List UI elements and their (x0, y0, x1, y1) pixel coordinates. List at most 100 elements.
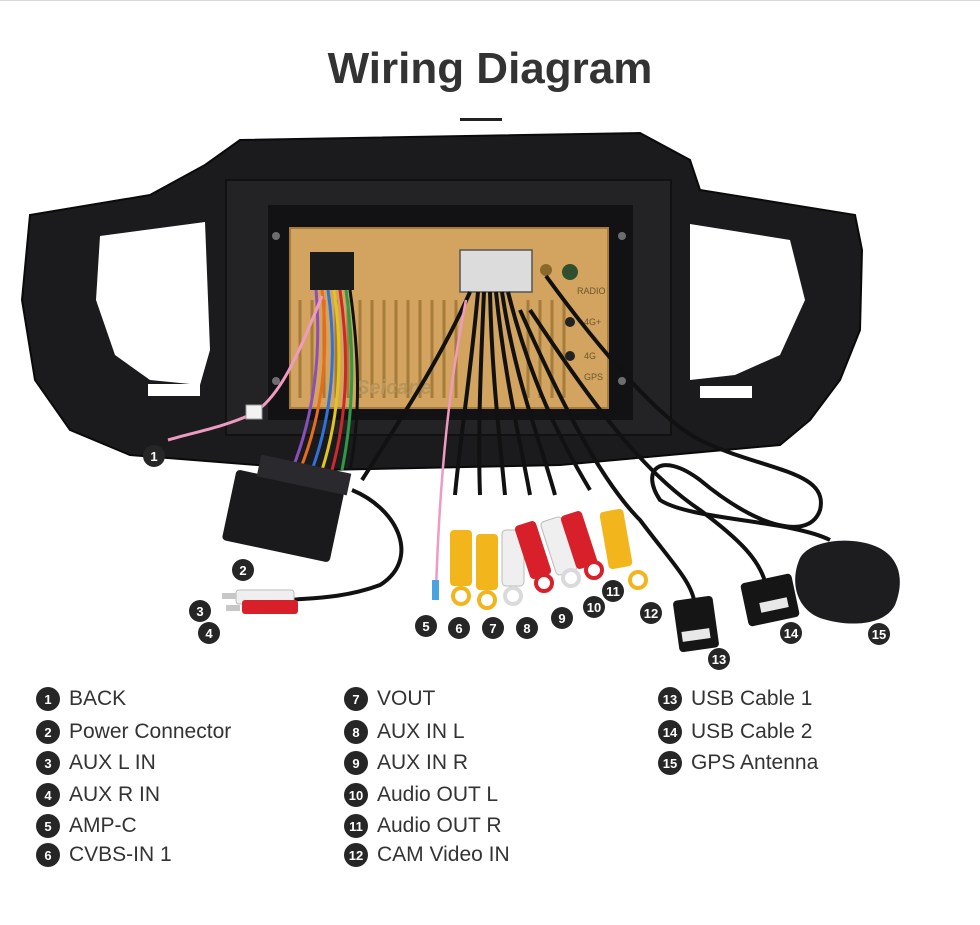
svg-text:2: 2 (239, 563, 246, 578)
svg-text:12: 12 (644, 606, 658, 621)
svg-text:7: 7 (489, 621, 496, 636)
legend-label-8: AUX IN L (377, 720, 465, 743)
legend-badge-8: 8 (344, 720, 368, 744)
svg-text:11: 11 (606, 584, 620, 599)
aux-cable (291, 488, 404, 602)
callout-badge-2: 2 (232, 559, 254, 581)
right-cutout (690, 224, 805, 380)
legend-badge-14: 14 (658, 720, 682, 744)
callout-badge-1: 1 (143, 445, 165, 467)
svg-text:15: 15 (872, 627, 886, 642)
svg-text:6: 6 (455, 621, 462, 636)
legend-label-14: USB Cable 2 (691, 720, 813, 743)
legend-badge-15: 15 (658, 751, 682, 775)
diagram-title: Wiring Diagram (327, 44, 653, 93)
legend-item-15: 15 GPS Antenna (658, 750, 818, 776)
legend-label-9: AUX IN R (377, 751, 469, 774)
av-socket (459, 249, 533, 293)
usb-plug-1 (673, 595, 719, 653)
legend-label-12: CAM Video IN (377, 843, 510, 866)
av-cable-bundle (360, 291, 592, 496)
legend-item-14: 14 USB Cable 2 (658, 719, 812, 745)
rca-plug-7 (476, 534, 498, 610)
amp-c-wire (434, 299, 468, 591)
legend-label-6: CVBS-IN 1 (69, 843, 172, 866)
callout-badge-4: 4 (198, 622, 220, 644)
aux-rca-pair (222, 589, 298, 614)
callout-badge-8: 8 (516, 617, 538, 639)
callout-badges: 1 2 3 4 5 6 7 8 9 10 11 12 13 14 15 (143, 445, 890, 670)
legend-label-13: USB Cable 1 (691, 687, 813, 710)
callout-badge-7: 7 (482, 617, 504, 639)
svg-text:4: 4 (205, 626, 213, 641)
rca-plug-12 (599, 508, 648, 590)
legend-item-3: 3 AUX L IN (36, 750, 156, 776)
power-socket (310, 252, 354, 290)
gps-port (540, 264, 552, 276)
svg-text:9: 9 (558, 611, 565, 626)
rca-plug-11 (560, 511, 604, 580)
4g-port-2 (565, 351, 575, 361)
title-underline (460, 118, 502, 121)
legend-badge-1: 1 (36, 687, 60, 711)
callout-badge-15: 15 (868, 623, 890, 645)
callout-badge-6: 6 (448, 617, 470, 639)
callout-badge-5: 5 (415, 615, 437, 637)
svg-text:3: 3 (196, 604, 203, 619)
left-cutout (96, 222, 210, 385)
legend-item-4: 4 AUX R IN (36, 782, 160, 808)
legend-badge-5: 5 (36, 814, 60, 838)
usb-cable-2 (528, 308, 768, 586)
legend-label-1: BACK (69, 687, 127, 710)
legend-label-10: Audio OUT L (377, 783, 499, 806)
callout-badge-14: 14 (780, 622, 802, 644)
usb-cable-1 (518, 309, 696, 601)
legend-badge-11: 11 (344, 814, 368, 838)
top-border-line (0, 0, 980, 1)
svg-text:1: 1 (150, 449, 157, 464)
wiring-illustration: RADIO 4G+ 4G GPS Seicane (20, 131, 900, 670)
legend-label-4: AUX R IN (69, 783, 161, 806)
amp-c-tip (432, 580, 439, 600)
callout-badge-11: 11 (602, 580, 624, 602)
4g-plus-port-label: 4G+ (584, 317, 601, 327)
gps-cable (544, 274, 831, 542)
svg-text:13: 13 (712, 652, 726, 667)
legend-label-11: Audio OUT R (377, 814, 502, 837)
right-slot (700, 386, 752, 398)
power-connector-collar (256, 454, 352, 496)
legend-label-7: VOUT (377, 687, 436, 710)
svg-text:8: 8 (523, 621, 530, 636)
callout-badge-3: 3 (189, 600, 211, 622)
left-slot (148, 384, 200, 396)
callout-badge-9: 9 (551, 607, 573, 629)
svg-text:14: 14 (784, 626, 799, 641)
legend-badge-3: 3 (36, 751, 60, 775)
power-harness-wires (290, 289, 359, 471)
callout-badge-12: 12 (640, 602, 662, 624)
gps-port-label: GPS (584, 372, 603, 382)
legend-label-3: AUX L IN (69, 751, 156, 774)
gps-antenna-puck (795, 540, 900, 624)
legend-badge-7: 7 (344, 687, 368, 711)
power-connector-block (222, 470, 344, 562)
mount-screws (272, 232, 626, 385)
legend-badge-2: 2 (36, 720, 60, 744)
callout-badge-13: 13 (708, 648, 730, 670)
legend-label-15: GPS Antenna (691, 751, 819, 774)
svg-text:5: 5 (422, 619, 429, 634)
radio-port-label: RADIO (577, 286, 606, 296)
radio-antenna-port (562, 264, 578, 280)
back-wire-tag (245, 404, 263, 420)
legend-badge-4: 4 (36, 783, 60, 807)
4g-port-label: 4G (584, 351, 596, 361)
legend-item-7: 7 VOUT (344, 686, 435, 712)
legend-item-1: 1 BACK (36, 686, 126, 712)
